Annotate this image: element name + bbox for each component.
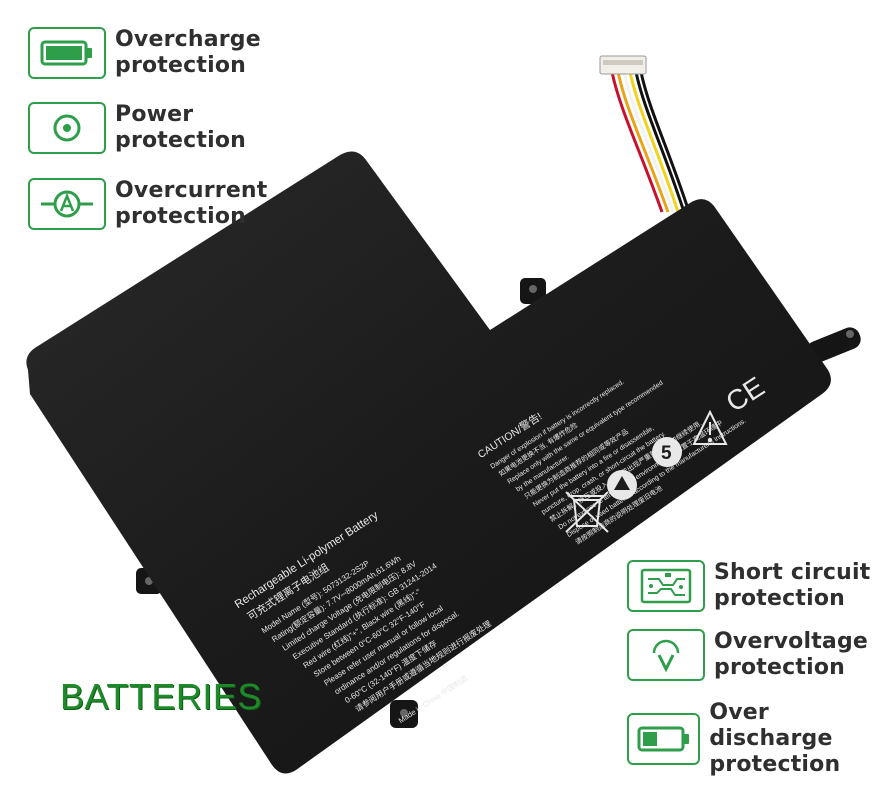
feature-label: Power protection	[115, 102, 247, 153]
weee-bin-icon	[565, 491, 609, 533]
feature-power: Power protection	[28, 102, 246, 154]
feature-label: Overcharge protection	[115, 27, 261, 78]
battery-connector	[599, 55, 647, 75]
voltmeter-icon	[627, 629, 705, 681]
warning-triangle-icon	[692, 409, 728, 445]
feature-label: Over discharge protection	[709, 700, 841, 777]
ammeter-icon	[28, 178, 106, 230]
battery-wires	[610, 71, 691, 213]
battery-body	[26, 151, 831, 774]
recycle-icon	[607, 470, 637, 500]
power-icon	[28, 102, 106, 154]
feature-overvoltage: Overvoltage protection	[627, 629, 868, 681]
battery-low-icon	[627, 713, 701, 765]
recycle-number-icon: 5	[652, 437, 682, 467]
feature-short-circuit: Short circuit protection	[627, 560, 870, 612]
feature-label: Overvoltage protection	[714, 629, 869, 680]
feature-overcurrent: Overcurrent protection	[28, 178, 268, 230]
feature-over-discharge: Over discharge protection	[627, 700, 888, 778]
brand-wordmark: BATTERIES	[60, 676, 262, 717]
tab-holes	[145, 285, 854, 717]
circuit-board-icon	[627, 560, 705, 612]
recycle-number: 5	[661, 443, 672, 464]
battery-full-icon	[28, 27, 106, 79]
feature-label: Overcurrent protection	[115, 178, 268, 229]
feature-overcharge: Overcharge protection	[28, 27, 261, 79]
feature-label: Short circuit protection	[714, 560, 871, 611]
